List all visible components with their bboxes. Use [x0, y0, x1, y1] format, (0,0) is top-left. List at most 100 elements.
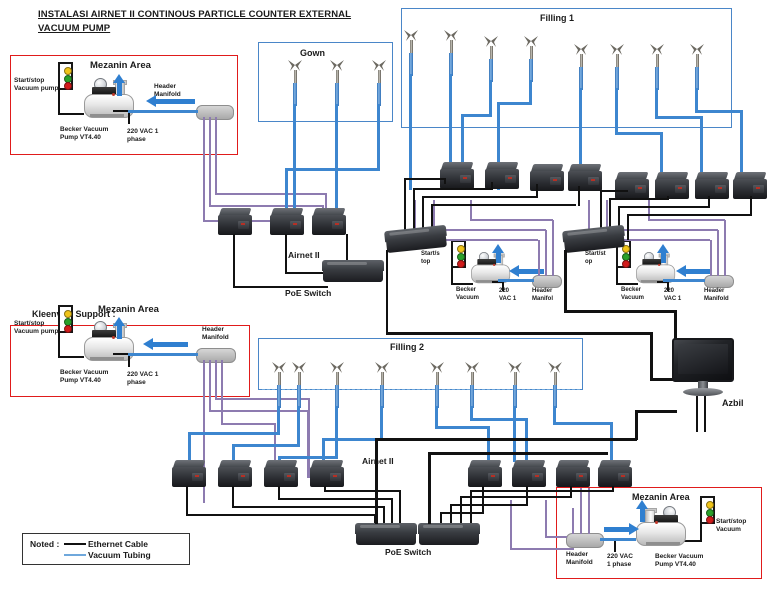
pump-unit-1-power-label: 220 VAC 1: [499, 288, 517, 302]
probe-cone-icon: [524, 36, 538, 47]
probe-tube: [449, 53, 453, 76]
airnet-sensor[interactable]: [598, 460, 632, 487]
vacuum-line: [487, 426, 490, 462]
airnet-sensor[interactable]: [655, 172, 689, 199]
ethernet-line: [285, 234, 287, 274]
vacuum-line: [497, 102, 500, 190]
poe-switch[interactable]: [355, 523, 417, 545]
mezanin-bottom-power-label: 220 VAC 1 phase: [607, 553, 633, 569]
airnet-sensor[interactable]: [512, 460, 546, 487]
ethernet-line: [391, 498, 393, 528]
room-filling-1-label: Filling 1: [540, 13, 575, 23]
ethernet-trunk: [386, 332, 652, 335]
vacuum-line: [285, 168, 380, 171]
ethernet-line: [627, 214, 629, 240]
airnet-sensor[interactable]: [440, 162, 474, 189]
sampling-probe: [430, 362, 444, 408]
purple-tube: [209, 205, 324, 207]
poe-switch[interactable]: [322, 260, 384, 282]
ethernet-line: [440, 512, 484, 514]
pump-unit-2-power-label: 220 VAC 1: [664, 288, 682, 302]
vacuum-line: [553, 406, 556, 424]
airnet-sensor[interactable]: [310, 460, 344, 487]
airnet-sensor[interactable]: [312, 208, 346, 235]
purple-tube: [545, 500, 547, 538]
ethernet-line: [431, 204, 433, 238]
probe-tube: [409, 53, 413, 76]
control-wire: [616, 283, 638, 285]
airnet-sensor[interactable]: [615, 172, 649, 199]
probe-stem: [470, 372, 474, 386]
legend-box: [22, 533, 190, 565]
probe-tube: [297, 385, 301, 408]
airnet-sensor[interactable]: [270, 208, 304, 235]
probe-cone-icon: [574, 44, 588, 55]
purple-tube: [588, 239, 710, 241]
ethernet-line: [422, 196, 536, 198]
ethernet-trunk: [635, 410, 638, 440]
sampling-probe: [508, 362, 522, 408]
ethernet-line: [491, 182, 493, 190]
airnet-sensor[interactable]: [172, 460, 206, 487]
probe-tube: [615, 67, 619, 90]
flow-arrow-icon: [604, 523, 639, 535]
probe-stem: [335, 70, 339, 84]
mezanin-left-manifold-label: Header Manifold: [202, 326, 229, 342]
airnet-sensor[interactable]: [218, 208, 252, 235]
vacuum-line: [470, 418, 528, 421]
ethernet-line: [470, 490, 472, 528]
airnet-sensor[interactable]: [485, 162, 519, 189]
airnet-sensor[interactable]: [556, 460, 590, 487]
room-gown-label: Gown: [300, 48, 325, 58]
power-lead: [614, 538, 616, 552]
sampling-probe: [330, 60, 344, 106]
ethernet-line: [233, 234, 235, 288]
airnet-sensor[interactable]: [218, 460, 252, 487]
airnet-sensor[interactable]: [264, 460, 298, 487]
pump-valve-icon: [492, 263, 496, 267]
ethernet-line: [536, 184, 538, 198]
vacuum-line: [615, 88, 618, 134]
indicator-red-icon: [622, 260, 630, 268]
airnet-sensor[interactable]: [468, 460, 502, 487]
support-note: Kleenviro Support :: [32, 309, 116, 319]
vacuum-line: [297, 406, 300, 446]
pump-unit-1-control-panel[interactable]: [451, 240, 466, 268]
purple-tube: [414, 200, 416, 240]
probe-tube: [435, 385, 439, 408]
sensor-face: [505, 175, 516, 183]
indicator-yellow-icon: [64, 67, 72, 75]
sensor-face: [238, 473, 249, 481]
airnet-sensor[interactable]: [568, 164, 602, 191]
mezanin-bottom-manifold-label: Header Manifold: [566, 551, 593, 567]
airnet-sensor[interactable]: [733, 172, 767, 199]
vacuum-line: [285, 168, 288, 212]
probe-cone-icon: [650, 44, 664, 55]
mezanin-bottom-control-panel[interactable]: [700, 496, 715, 524]
sensor-body: [655, 179, 689, 199]
control-wire: [58, 332, 60, 358]
switch-lid: [418, 523, 480, 534]
purple-tube: [215, 117, 217, 195]
sampling-probe: [444, 30, 458, 76]
vacuum-line: [498, 279, 534, 282]
sensor-body: [733, 179, 767, 199]
sensor-led-icon: [463, 177, 467, 179]
mezanin-top-manifold-label: Header Manifold: [154, 83, 181, 99]
poe-switch[interactable]: [418, 523, 480, 545]
sensor-led-icon: [293, 223, 297, 225]
poe-switch[interactable]: [384, 224, 448, 254]
room-filling-2-label: Filling 2: [390, 342, 425, 352]
sensor-face: [488, 473, 499, 481]
mezanin-left-control-panel[interactable]: [58, 305, 73, 333]
ethernet-line: [346, 234, 348, 264]
purple-tube: [215, 398, 310, 400]
airnet-sensor[interactable]: [695, 172, 729, 199]
purple-tube: [510, 548, 574, 550]
purple-tube: [717, 230, 719, 276]
airnet-sensor[interactable]: [530, 164, 564, 191]
ethernet-line: [470, 490, 614, 492]
mezanin-top-control-panel[interactable]: [58, 62, 73, 90]
sensor-face: [715, 185, 726, 193]
azbil-monitor[interactable]: [672, 338, 734, 396]
